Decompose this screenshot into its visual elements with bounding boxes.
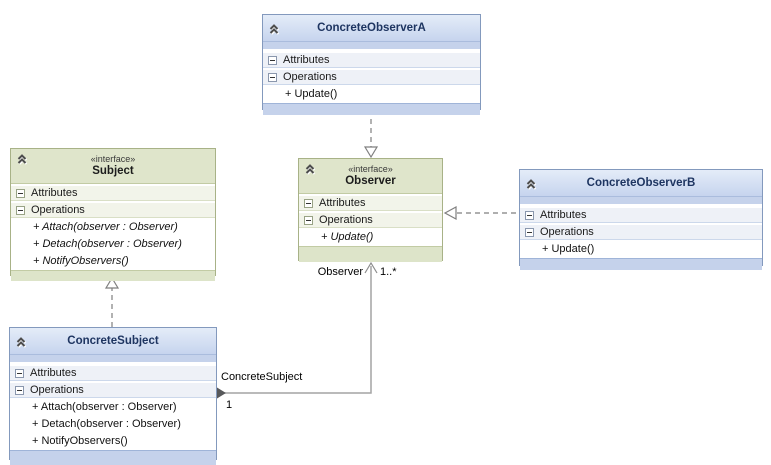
collapse-minus-icon[interactable] (525, 227, 534, 237)
operations-label: Operations (30, 384, 84, 396)
class-title: ConcreteObserverA (317, 21, 426, 34)
operations-label: Operations (283, 71, 337, 83)
operations-label: Operations (540, 226, 594, 238)
footer-strip (299, 246, 442, 262)
class-header[interactable]: «interface» Subject (11, 149, 215, 184)
attributes-section[interactable]: Attributes (299, 196, 442, 211)
collapse-chevron-icon[interactable] (525, 177, 537, 189)
collapse-chevron-icon[interactable] (268, 22, 280, 34)
footer-strip (11, 270, 215, 281)
header-strip (520, 197, 762, 205)
collapse-minus-icon[interactable] (15, 385, 24, 395)
open-arrowhead-icon (364, 261, 378, 274)
operations-section[interactable]: Operations (10, 383, 216, 398)
collapse-minus-icon[interactable] (304, 215, 313, 225)
header-strip (263, 42, 480, 50)
operations-section[interactable]: Operations (263, 70, 480, 85)
footer-strip (263, 103, 480, 115)
class-title: Observer (345, 175, 396, 187)
realization-concrete-observer-a-to-observer[interactable] (363, 110, 379, 159)
collapse-minus-icon[interactable] (304, 198, 313, 208)
collapse-chevron-icon[interactable] (304, 162, 316, 174)
class-title: ConcreteSubject (67, 334, 159, 347)
operations-list: + Attach(observer : Observer) + Detach(o… (11, 218, 215, 270)
class-concrete-observer-b[interactable]: ConcreteObserverB Attributes Operations … (519, 169, 763, 270)
attributes-label: Attributes (31, 187, 78, 199)
operations-section[interactable]: Operations (299, 213, 442, 228)
operations-label: Operations (31, 204, 85, 216)
stereotype-label: «interface» (348, 164, 393, 174)
collapse-chevron-icon[interactable] (15, 335, 27, 347)
collapse-chevron-icon[interactable] (16, 152, 28, 164)
operations-list: + Update() (299, 228, 442, 246)
operation-item[interactable]: + Attach(observer : Observer) (33, 221, 178, 233)
collapse-minus-icon[interactable] (16, 205, 25, 215)
footer-strip (520, 258, 762, 270)
class-header[interactable]: ConcreteObserverB (520, 170, 762, 197)
realization-concrete-observer-b-to-observer[interactable] (443, 205, 519, 221)
attributes-label: Attributes (30, 367, 77, 379)
operation-item[interactable]: + NotifyObservers() (33, 255, 129, 267)
operation-item[interactable]: + Detach(observer : Observer) (32, 418, 181, 430)
operations-section[interactable]: Operations (11, 203, 215, 218)
operation-item[interactable]: + Detach(observer : Observer) (33, 238, 182, 250)
realization-concrete-subject-to-subject[interactable] (104, 276, 120, 327)
operations-list: + Update() (263, 85, 480, 103)
association-source-role-label: ConcreteSubject (221, 371, 303, 383)
class-header[interactable]: ConcreteSubject (10, 328, 216, 355)
association-target-multiplicity: 1..* (380, 266, 397, 278)
operations-list: + Attach(observer : Observer) + Detach(o… (10, 398, 216, 450)
stereotype-label: «interface» (90, 154, 136, 164)
class-observer[interactable]: «interface» Observer Attributes Operatio… (298, 158, 443, 262)
attributes-label: Attributes (283, 54, 330, 66)
collapse-minus-icon[interactable] (16, 188, 25, 198)
collapse-minus-icon[interactable] (15, 368, 24, 378)
attributes-section[interactable]: Attributes (11, 186, 215, 201)
operation-item[interactable]: + Update() (285, 88, 338, 100)
class-title: Subject (92, 165, 134, 177)
operation-item[interactable]: + NotifyObservers() (32, 435, 128, 447)
attributes-section[interactable]: Attributes (263, 53, 480, 68)
association-source-multiplicity: 1 (226, 399, 233, 411)
attributes-section[interactable]: Attributes (10, 366, 216, 381)
association-target-role-label: Observer (317, 266, 363, 278)
operation-item[interactable]: + Update() (321, 231, 374, 243)
class-concrete-observer-a[interactable]: ConcreteObserverA Attributes Operations … (262, 14, 481, 115)
collapse-minus-icon[interactable] (268, 72, 277, 82)
operation-item[interactable]: + Attach(observer : Observer) (32, 401, 177, 413)
class-header[interactable]: «interface» Observer (299, 159, 442, 194)
attributes-section[interactable]: Attributes (520, 208, 762, 223)
footer-strip (10, 450, 216, 465)
class-title: ConcreteObserverB (586, 176, 696, 189)
operations-list: + Update() (520, 240, 762, 258)
collapse-minus-icon[interactable] (525, 210, 534, 220)
header-strip (10, 355, 216, 363)
attributes-label: Attributes (540, 209, 587, 221)
operations-label: Operations (319, 214, 373, 226)
attributes-label: Attributes (319, 197, 366, 209)
operations-section[interactable]: Operations (520, 225, 762, 240)
class-header[interactable]: ConcreteObserverA (263, 15, 480, 42)
operation-item[interactable]: + Update() (542, 243, 595, 255)
collapse-minus-icon[interactable] (268, 55, 277, 65)
class-concrete-subject[interactable]: ConcreteSubject Attributes Operations + … (9, 327, 217, 465)
class-subject[interactable]: «interface» Subject Attributes Operation… (10, 148, 216, 281)
